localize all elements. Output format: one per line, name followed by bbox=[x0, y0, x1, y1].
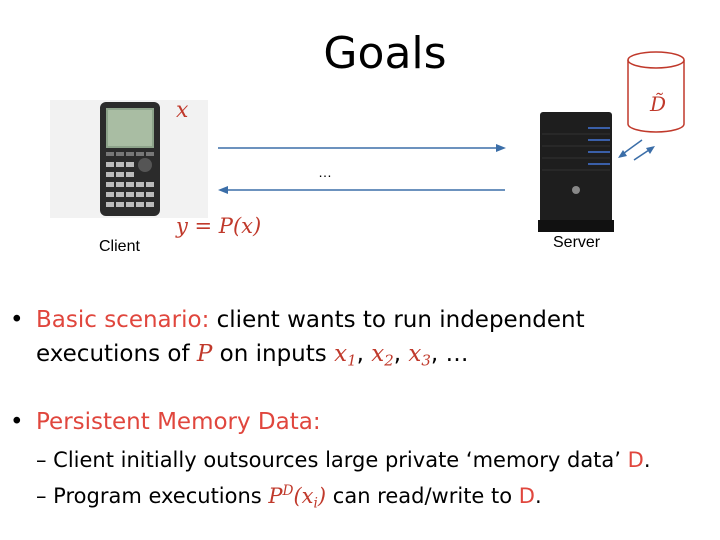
subbullet-outsource: – Client initially outsources large priv… bbox=[36, 445, 651, 477]
var-x1: x bbox=[334, 341, 348, 367]
var-d: D bbox=[627, 448, 644, 472]
bullet-text: on inputs bbox=[212, 341, 335, 367]
var-x2: x bbox=[371, 341, 385, 367]
db-link-arrows bbox=[618, 139, 655, 161]
sub-1: 1 bbox=[347, 351, 357, 370]
output-y-label: y = P(x) bbox=[176, 214, 262, 238]
sup-d: D bbox=[282, 483, 294, 499]
bullet-text: – Client initially outsources large priv… bbox=[36, 448, 628, 472]
bullet-text: executions of bbox=[36, 341, 197, 367]
client-label: Client bbox=[99, 238, 140, 255]
bullet-heading: Basic scenario: bbox=[36, 307, 210, 333]
sub-2: 2 bbox=[384, 351, 394, 370]
response-arrow bbox=[218, 186, 505, 194]
paren: ) bbox=[317, 484, 327, 509]
slide-title: Goals bbox=[323, 28, 447, 79]
diagram-graphics bbox=[50, 51, 685, 232]
var-p: P bbox=[196, 341, 213, 367]
database-label: D̃ bbox=[650, 92, 667, 116]
sub-3: 3 bbox=[421, 351, 431, 370]
ellipsis-label: … bbox=[318, 164, 332, 180]
var-p: P bbox=[268, 484, 283, 509]
ellipsis: , … bbox=[430, 341, 469, 367]
punct: . bbox=[534, 484, 542, 509]
request-arrow bbox=[218, 144, 506, 152]
database-icon bbox=[627, 51, 685, 133]
sep: , bbox=[393, 341, 409, 367]
calculator-icon bbox=[50, 100, 208, 218]
bullet-dot: • bbox=[10, 307, 24, 333]
subbullet-program-exec: – Program executions PD(xi) can read/wri… bbox=[36, 481, 542, 514]
var-x: (x bbox=[293, 484, 314, 509]
input-x-label: x bbox=[176, 98, 189, 123]
punct: . bbox=[643, 448, 651, 472]
bullet-persistent-memory: Persistent Memory Data: bbox=[36, 409, 321, 435]
var-x3: x bbox=[408, 341, 422, 367]
bullet-dot: • bbox=[10, 409, 24, 435]
server-label: Server bbox=[553, 234, 601, 251]
sub-i: i bbox=[313, 495, 318, 512]
bullet-basic-scenario: Basic scenario: client wants to run inde… bbox=[36, 303, 585, 338]
bullet-text: – Program executions bbox=[36, 484, 269, 509]
bullet-text: client wants to run independent bbox=[209, 307, 585, 333]
server-icon bbox=[538, 112, 614, 232]
var-d: D bbox=[518, 484, 535, 509]
sep: , bbox=[356, 341, 372, 367]
bullet-basic-line2: executions of P on inputs x1, x2, x3, … bbox=[36, 337, 468, 372]
bullet-text: can read/write to bbox=[326, 484, 519, 509]
